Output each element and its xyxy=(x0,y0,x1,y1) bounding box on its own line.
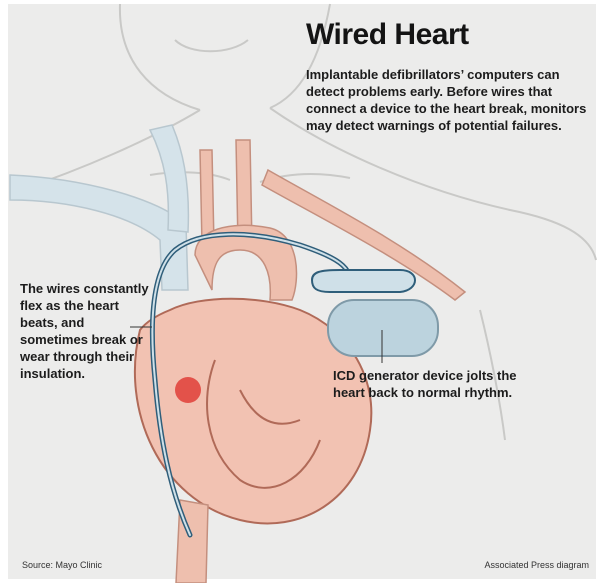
label-wires: The wires constantly flex as the heart b… xyxy=(20,280,155,382)
intro-text: Implantable defibrillators’ computers ca… xyxy=(306,66,596,134)
diagram-title: Wired Heart xyxy=(306,18,469,52)
source-credit: Source: Mayo Clinic xyxy=(22,560,102,570)
label-icd-device: ICD generator device jolts the heart bac… xyxy=(333,367,533,401)
heart-spot xyxy=(175,377,201,403)
diagram-credit: Associated Press diagram xyxy=(484,560,589,570)
